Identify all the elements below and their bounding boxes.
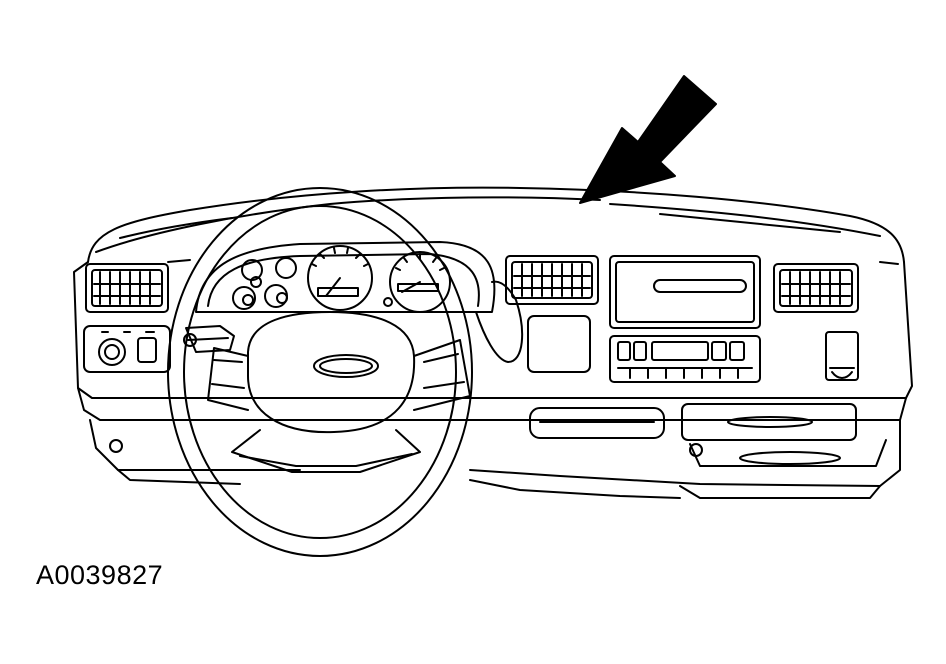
left-air-vent — [85, 263, 169, 313]
passenger-indicator — [825, 331, 859, 381]
right-air-vent — [773, 263, 859, 313]
glove-box — [681, 403, 887, 467]
climate-control-panel — [609, 335, 761, 383]
callout-arrow — [579, 75, 717, 204]
lower-center-trim — [529, 407, 665, 439]
radio-unit — [609, 255, 761, 329]
cluster-bezel-right — [475, 280, 524, 363]
dashboard-top-pad — [87, 186, 905, 263]
steering-wheel — [167, 187, 473, 557]
center-air-vent — [505, 255, 599, 305]
dashboard-body — [73, 259, 913, 499]
center-cubby — [527, 315, 591, 373]
headlamp-switch-panel — [83, 325, 171, 373]
figure-label: A0039827 — [36, 560, 164, 590]
turn-signal-stalk — [183, 325, 235, 353]
